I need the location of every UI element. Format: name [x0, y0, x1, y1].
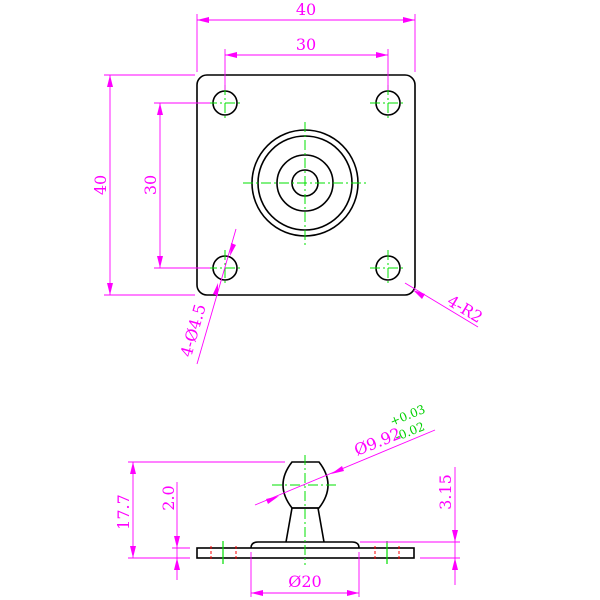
- dim-text: 40: [91, 175, 110, 195]
- top-view: 40 30 40 30 4-Ø4.5 4-R2: [91, 0, 486, 365]
- dim-height-40: 40: [91, 74, 195, 296]
- dim-text: 3.15: [436, 474, 455, 510]
- dim-hole-spacing-x-30: 30: [224, 35, 389, 90]
- dim-text: 4-R2: [444, 291, 486, 327]
- dim-text: 2.0: [159, 485, 178, 510]
- dim-boss-height-3-15: 3.15: [360, 467, 460, 585]
- dim-text: 30: [296, 35, 316, 54]
- dim-boss-diameter-20: Ø20: [250, 552, 360, 597]
- dim-hole-spacing-y-30: 30: [141, 102, 210, 269]
- ball-centerline: [272, 455, 338, 565]
- dim-text: Ø20: [288, 572, 321, 591]
- hole-centerlines: [207, 85, 406, 286]
- dim-text: 17.7: [114, 494, 133, 530]
- mounting-holes: [212, 90, 401, 281]
- dim-corner-radius-callout: 4-R2: [404, 282, 486, 328]
- center-boss: [243, 122, 367, 246]
- side-view: Ø9.92 +0.03 -0.02 17.7 2.0 3.15 Ø20: [114, 402, 460, 597]
- hidden-holes: [210, 546, 400, 560]
- mounting-plate-outline: [196, 74, 416, 296]
- dim-width-40: 40: [196, 0, 416, 72]
- dim-text: 40: [296, 0, 316, 19]
- stem: [285, 507, 325, 543]
- hole-centerlines: [222, 541, 388, 564]
- dim-text: 30: [141, 175, 160, 195]
- dim-plate-thickness-2-0: 2.0: [159, 482, 190, 580]
- dim-hole-diameter-callout: 4-Ø4.5: [177, 228, 237, 365]
- dim-ball-diameter: Ø9.92 +0.03 -0.02: [254, 402, 436, 506]
- dim-text: 4-Ø4.5: [177, 302, 210, 359]
- dim-total-height-17-7: 17.7: [114, 461, 285, 559]
